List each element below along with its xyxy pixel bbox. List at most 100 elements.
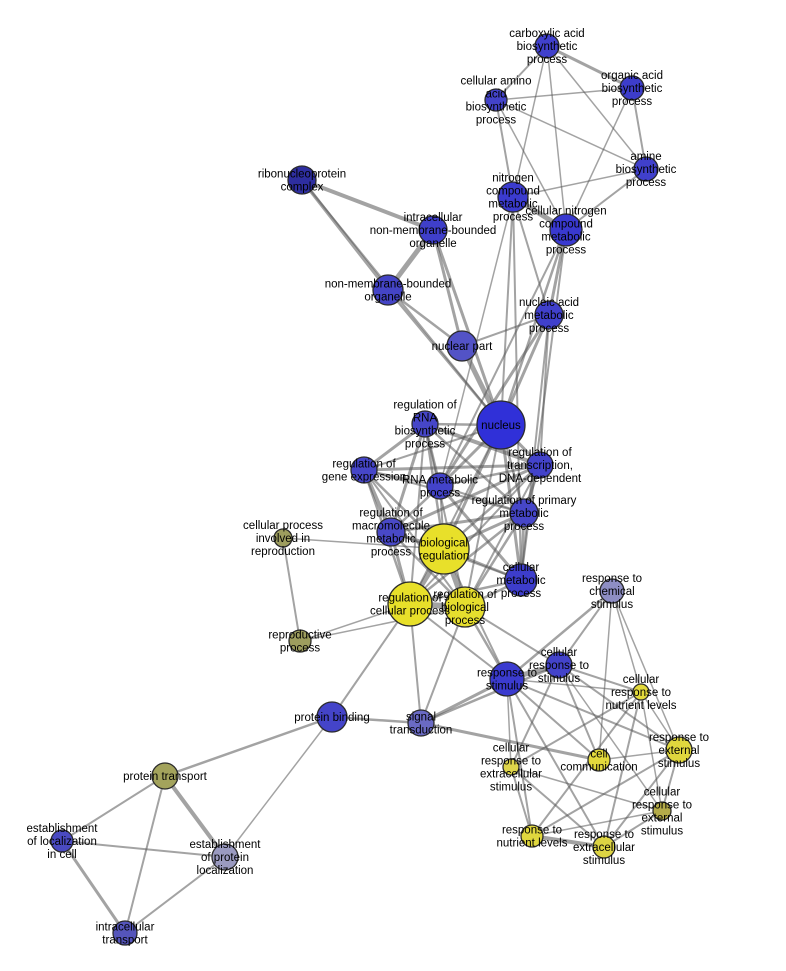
graph-edge-organic--cell_nitrogen [565,87,633,231]
graph-node-cell_nitrogen[interactable] [549,213,583,247]
graph-node-resp_chemical[interactable] [599,578,625,604]
graph-node-reg_primary[interactable] [509,498,539,528]
graph-node-intra_org[interactable] [418,215,448,245]
graph-edge-organic--amino [495,87,633,101]
graph-edge-resp_stimulus--resp_extracellular [506,678,605,848]
graph-node-est_loc_cell[interactable] [50,829,74,853]
graph-node-rnp[interactable] [287,165,317,195]
graph-node-resp_nutrient[interactable] [520,824,544,848]
graph-node-nitrogen[interactable] [497,181,529,213]
graph-edge-rna_metabolic--reg_primary [439,485,525,514]
graph-label-nuclear_part: nuclear part [432,341,494,353]
graph-edge-intra_org--nucleus [431,228,503,427]
graph-node-reg_rna_bio[interactable] [411,410,439,438]
graph-node-nuclear_part[interactable] [446,330,478,362]
graph-node-resp_extracellular[interactable] [592,835,616,859]
graph-edge-reg_biological--signal_transduction [420,606,466,724]
graph-edge-cell_resp_extracellular--resp_extracellular [510,766,605,848]
graph-edge-resp_chemical--resp_stimulus [505,589,614,681]
graph-node-reg_transcription[interactable] [526,451,554,479]
graph-edge-cell_nitrogen--nucleus [499,228,568,427]
graph-node-protein_transport[interactable] [151,762,179,790]
graph-edge-cell_resp_extracellular--cell_resp_external [510,766,663,812]
graph-node-nmb_org[interactable] [372,274,404,306]
graph-node-nucleic[interactable] [534,300,564,330]
graph-edge-protein_transport--est_loc_cell [61,775,166,842]
graph-edge-amine--nitrogen [512,168,647,198]
graph-node-biological_regulation[interactable] [418,523,470,575]
graph-edge-signal_transduction--cell_communication [419,721,601,762]
graph-edge-reg_rna_bio--reg_cellular [409,423,426,605]
graph-node-cell_resp_nutrient[interactable] [632,683,650,701]
graph-edge-carboxylic--nitrogen [512,45,548,198]
graph-node-cell_resp_stimulus[interactable] [545,651,573,679]
graph-node-est_protein_loc[interactable] [211,843,239,871]
graph-node-amino[interactable] [484,88,508,112]
graph-edge-cell_resp_nutrient--resp_nutrient [531,691,642,837]
graph-node-reg_macromolecule[interactable] [376,517,406,547]
graph-node-rna_metabolic[interactable] [426,472,454,500]
graph-edge-cell_resp_stimulus--signal_transduction [419,663,561,725]
graph-edge-resp_external--resp_extracellular [603,749,680,848]
graph-node-nucleus[interactable] [476,400,526,450]
graph-node-cell_resp_extracellular[interactable] [502,758,520,776]
graph-edge-cell_resp_external--resp_nutrient [531,810,663,837]
graph-node-intracellular_transport[interactable] [112,920,138,946]
graph-edge-reg_rna_bio--reg_transcription [423,422,542,467]
graph-node-protein_binding[interactable] [316,701,348,733]
graph-node-resp_stimulus[interactable] [489,661,525,697]
graph-node-amine[interactable] [633,156,659,182]
graph-node-cellular_metabolic[interactable] [504,563,538,597]
graph-edge-cell_resp_extracellular--resp_nutrient [510,766,533,837]
graph-node-carboxylic[interactable] [534,33,560,59]
graph-edge-nucleus--reg_cellular [409,424,502,605]
graph-node-reg_biological[interactable] [444,586,486,628]
graph-node-reg_gene_expr[interactable] [350,456,378,484]
graph-edge-resp_chemical--cell_resp_stimulus [558,590,613,666]
graph-edge-cell_resp_nutrient--cell_resp_extracellular [510,691,642,768]
graph-node-cpir[interactable] [273,528,293,548]
graph-label-protein_transport: protein transport [123,771,208,783]
graph-edge-resp_stimulus--resp_external [506,678,680,751]
graph-node-signal_transduction[interactable] [407,709,435,737]
graph-node-cell_resp_external[interactable] [652,801,672,821]
graph-edge-est_loc_cell--est_protein_loc [61,840,226,858]
graph-edge-organic--amine [631,87,647,170]
graph-node-reproductive[interactable] [288,629,312,653]
graph-edge-amino--cell_nitrogen [495,99,567,231]
graph-edge-resp_nutrient--resp_extracellular [530,834,606,849]
graph-node-organic[interactable] [619,75,645,101]
graph-edge-reg_cellular--protein_binding [331,603,411,718]
graph-node-cell_communication[interactable] [587,748,611,772]
graph-edge-protein_transport--intracellular_transport [124,775,166,934]
graph-edge-cell_resp_stimulus--cell_resp_nutrient [558,664,642,693]
graph-node-reg_cellular[interactable] [387,581,433,627]
graph-edge-est_protein_loc--protein_binding [224,716,333,858]
graph-edge-resp_chemical--resp_external [611,590,680,751]
graph-node-resp_external[interactable] [665,736,693,764]
